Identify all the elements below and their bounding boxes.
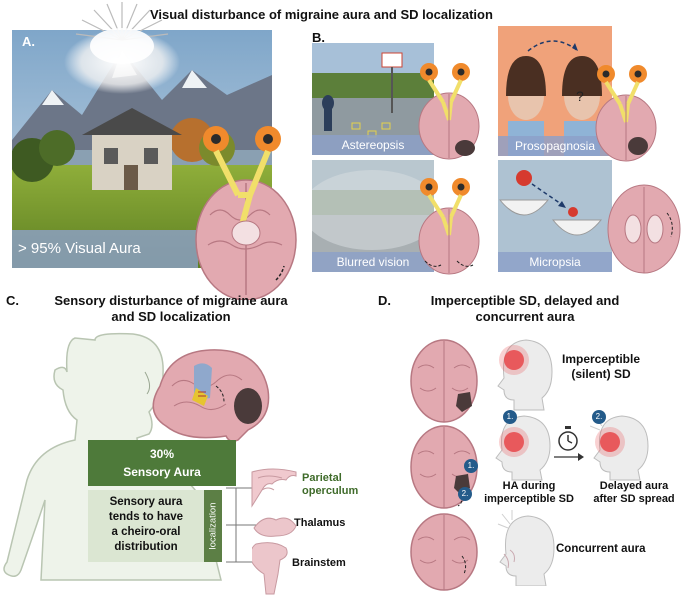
row2-head-delayed-aura bbox=[590, 412, 652, 482]
marker-1-badge: 1. bbox=[464, 459, 478, 473]
localization-label: localization bbox=[207, 502, 219, 550]
cheiro-oral-description: Sensory aura tends to have a cheiro-oral… bbox=[88, 490, 204, 562]
sensory-aura-box: 30% Sensory Aura bbox=[88, 440, 236, 486]
brainstem-icon bbox=[252, 540, 292, 596]
sensory-aura-percent: 30% bbox=[149, 447, 175, 461]
astereopsis-brain bbox=[415, 62, 483, 160]
sensory-aura-label: Sensory Aura bbox=[123, 465, 201, 479]
thalamus-icon bbox=[250, 512, 300, 542]
head-marker-2-badge: 2. bbox=[592, 410, 606, 424]
panel-d-letter: D. bbox=[378, 293, 391, 308]
parietal-operculum-icon bbox=[250, 468, 300, 508]
prosopagnosia-scene bbox=[498, 26, 612, 156]
prosopagnosia-caption: Prosopagnosia bbox=[498, 136, 612, 156]
panel-a-letter: A. bbox=[22, 34, 35, 49]
row1-brain bbox=[408, 338, 480, 424]
panel-c-title: Sensory disturbance of migraine aura and… bbox=[54, 293, 288, 324]
micropsia-caption: Micropsia bbox=[498, 252, 612, 272]
panel-c-letter: C. bbox=[6, 293, 19, 308]
row3-head-concurrent bbox=[494, 510, 558, 586]
page-title: Visual disturbance of migraine aura and … bbox=[150, 7, 493, 22]
panel-c-brain bbox=[152, 346, 272, 446]
panel-b-letter: B. bbox=[312, 30, 325, 45]
concurrent-aura-label: Concurrent aura bbox=[556, 543, 646, 555]
timer-icon bbox=[556, 426, 580, 452]
ha-during-label: HA during imperceptible SD bbox=[484, 480, 574, 505]
parietal-operculum-label: Parietal operculum bbox=[302, 472, 359, 497]
blurred-vision-caption: Blurred vision bbox=[312, 252, 434, 272]
micropsia-brain bbox=[605, 183, 683, 275]
arrow-right-icon bbox=[552, 452, 586, 462]
blurred-vision-brain bbox=[415, 177, 483, 275]
scintillating-scotoma-icon bbox=[72, 0, 172, 70]
localization-bar: localization bbox=[204, 490, 222, 562]
imperceptible-sd-label: Imperceptible (silent) SD bbox=[561, 352, 641, 381]
question-mark: ? bbox=[576, 88, 584, 104]
panel-d-title: Imperceptible SD, delayed and concurrent… bbox=[430, 293, 620, 324]
row3-brain bbox=[408, 512, 480, 592]
row2-head-headache bbox=[494, 412, 554, 482]
row1-head bbox=[496, 336, 556, 412]
delayed-aura-label: Delayed aura after SD spread bbox=[593, 480, 675, 505]
panel-a-brain bbox=[190, 125, 302, 300]
astereopsis-caption: Astereopsis bbox=[312, 135, 434, 155]
brainstem-label: Brainstem bbox=[292, 557, 346, 569]
head-marker-1-badge: 1. bbox=[503, 410, 517, 424]
thalamus-label: Thalamus bbox=[294, 517, 346, 529]
marker-2-badge: 2. bbox=[458, 487, 472, 501]
prosopagnosia-brain bbox=[592, 64, 660, 162]
panel-a-caption: > 95% Visual Aura bbox=[12, 230, 198, 268]
